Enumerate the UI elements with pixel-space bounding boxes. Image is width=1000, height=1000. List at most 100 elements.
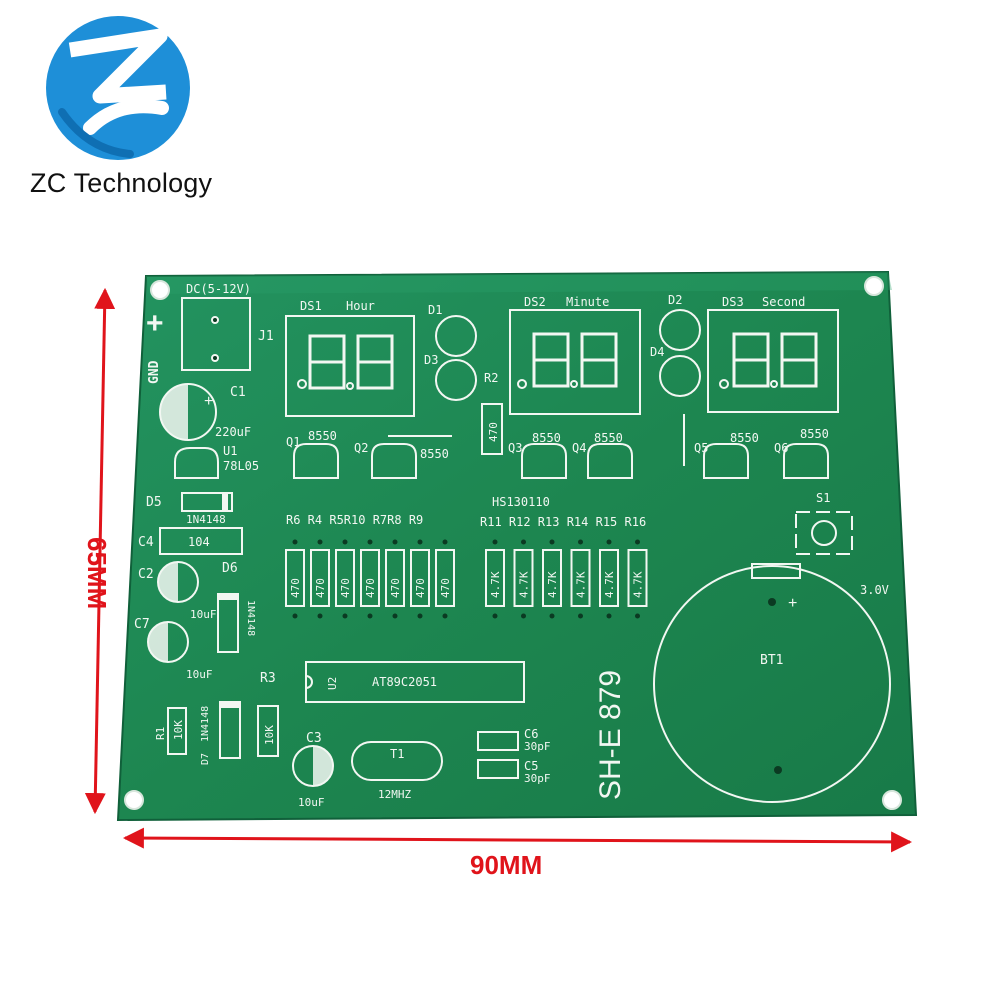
- capacitor-c7: [147, 621, 189, 663]
- capacitor-c3: [292, 745, 334, 787]
- c5-value: 30pF: [524, 772, 551, 785]
- mounting-holes: [124, 276, 902, 810]
- q6-label: Q6: [774, 441, 788, 455]
- d4-label: D4: [650, 345, 664, 359]
- r3-value: 10K: [263, 725, 276, 745]
- u2-label: U2: [326, 677, 339, 690]
- s1-label: S1: [816, 491, 830, 505]
- capacitor-c4: [159, 527, 243, 555]
- resistor-470-value-1: 470: [289, 578, 302, 598]
- display-ds2: [509, 309, 641, 415]
- width-dimension-label: 90MM: [470, 850, 542, 880]
- q5-label: Q5: [694, 441, 708, 455]
- transistor-q6: [783, 443, 829, 479]
- resistor-4k7-value-4: 4.7K: [575, 571, 588, 598]
- resistor-4k7-value-6: 4.7K: [632, 571, 645, 598]
- transistor-q3: [521, 443, 567, 479]
- resistor-470-value-6: 470: [414, 578, 427, 598]
- resistor-4k7-value-2: 4.7K: [518, 571, 531, 598]
- d3-label: D3: [424, 353, 438, 367]
- t1-freq: 12MHZ: [378, 788, 411, 801]
- resistor-4k7-3: [542, 549, 562, 607]
- plus-label: +: [146, 307, 164, 340]
- c5-label: C5: [524, 759, 538, 773]
- transistor-q5: [703, 443, 749, 479]
- resistor-470-7: [435, 549, 455, 607]
- d6-label: D6: [222, 561, 238, 576]
- ds1-caption: Hour: [346, 299, 375, 313]
- q1-label: Q1: [286, 435, 300, 449]
- r2-label: R2: [484, 371, 498, 385]
- height-arrow: [84, 287, 116, 815]
- gnd-label: GND: [147, 360, 162, 384]
- j1-label: J1: [258, 329, 274, 344]
- ds3-label: DS3: [722, 295, 744, 309]
- d6-part: 1N4148: [245, 600, 256, 636]
- led-d1: [435, 315, 477, 357]
- q3-part: 8550: [532, 431, 561, 445]
- resistor-r2: [481, 403, 503, 455]
- power-connector-j1: [181, 297, 251, 371]
- d7-label: D7: [200, 753, 211, 765]
- t1-label: T1: [390, 747, 404, 761]
- r1-value: 10K: [172, 720, 185, 740]
- d2-label: D2: [668, 293, 682, 307]
- ds3-caption: Second: [762, 295, 805, 309]
- c2-value: 10uF: [190, 608, 217, 621]
- q2-part: 8550: [420, 447, 449, 461]
- transistor-q1: [293, 443, 339, 479]
- resistor-470-value-5: 470: [389, 578, 402, 598]
- resistor-r1: [167, 707, 187, 755]
- d7-part: 1N4148: [200, 706, 211, 742]
- c4-value: 104: [188, 535, 210, 549]
- height-dimension-label: 65MM: [82, 537, 112, 609]
- resistor-470-value-2: 470: [314, 578, 327, 598]
- resistor-470-value-7: 470: [439, 578, 452, 598]
- c1-label: C1: [230, 385, 246, 400]
- resistor-470-4: [360, 549, 380, 607]
- c3-value: 10uF: [298, 796, 325, 809]
- board-revision: HS130110: [492, 495, 550, 509]
- resistor-470-2: [310, 549, 330, 607]
- c2-label: C2: [138, 567, 154, 582]
- led-d4: [659, 355, 701, 397]
- q6-part: 8550: [800, 427, 829, 441]
- zc-logo-icon: [46, 16, 190, 160]
- q4-part: 8550: [594, 431, 623, 445]
- led-d3: [435, 359, 477, 401]
- c6-value: 30pF: [524, 740, 551, 753]
- u1-part: 78L05: [223, 459, 259, 473]
- q5-part: 8550: [730, 431, 759, 445]
- svg-text:+: +: [204, 393, 213, 410]
- c7-value: 10uF: [186, 668, 213, 681]
- resistor-4k7-6: [627, 549, 648, 607]
- pcb-board: [116, 270, 918, 822]
- resistor-4k7-1: [485, 549, 505, 607]
- mcu-u2: [305, 661, 525, 703]
- battery-holder-bt1: [653, 563, 891, 803]
- resistor-row-b-labels: R11 R12 R13 R14 R15 R16: [480, 515, 646, 529]
- u2-part: AT89C2051: [372, 675, 437, 689]
- c3-label: C3: [306, 731, 322, 746]
- brand-name: ZC Technology: [30, 168, 213, 198]
- display-ds3: [707, 309, 839, 413]
- resistor-470-3: [335, 549, 355, 607]
- diode-d5: [181, 492, 233, 512]
- regulator-u1: [174, 447, 219, 479]
- resistor-470-5: [385, 549, 405, 607]
- width-arrow: [122, 827, 913, 853]
- ds1-label: DS1: [300, 299, 322, 313]
- u1-label: U1: [223, 444, 237, 458]
- power-label: DC(5-12V): [186, 282, 251, 296]
- led-d2: [659, 309, 701, 351]
- resistor-4k7-value-1: 4.7K: [489, 571, 502, 598]
- d5-label: D5: [146, 495, 162, 510]
- c7-label: C7: [134, 617, 150, 632]
- resistor-470-6: [410, 549, 430, 607]
- display-ds1: [285, 315, 415, 417]
- c1-value: 220uF: [215, 425, 251, 439]
